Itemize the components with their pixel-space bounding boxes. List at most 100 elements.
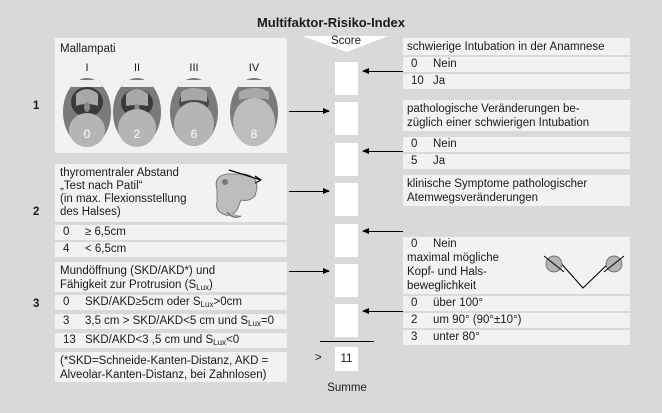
head-flexion-icon — [215, 169, 262, 218]
index-title: Multifaktor-Risiko-Index — [256, 15, 406, 30]
q1-box — [403, 38, 630, 55]
mouth-option-3-text: SKD/AKD<3 ,5 cm und S — [85, 334, 214, 346]
q1-option-1[interactable]: 0 Nein — [403, 57, 630, 72]
score-box-3[interactable] — [335, 143, 358, 176]
sum-line — [320, 341, 374, 342]
mouth-option-2-sub: Lux — [248, 319, 261, 328]
mallampati-class-3-illustration — [170, 78, 218, 146]
sum-label: Summe — [327, 382, 367, 394]
mouth-title-line-2-post: ) — [209, 279, 213, 291]
mouth-footnote-line-1: (*SKD=Schneide-Kanten-Distanz, AKD = — [60, 355, 269, 367]
q4-option-1-label: über 100° — [433, 297, 483, 309]
mouth-option-3-label: SKD/AKD<3 ,5 cm und SLux<0 — [85, 333, 239, 350]
sum-value: 11 — [335, 347, 358, 371]
mouth-footnote: (*SKD=Schneide-Kanten-Distanz, AKD = Alv… — [60, 354, 268, 382]
score-header: Score — [330, 35, 362, 47]
mouth-option-1-post: >0cm — [213, 296, 242, 308]
mouth-footnote-box — [55, 352, 287, 382]
q1-option-2-label: Ja — [433, 75, 446, 87]
mallampati-roman-2: II — [133, 62, 141, 74]
mouth-title-line-2: Fähigkeit zur Protrusion (SLux) — [60, 278, 215, 295]
patil-option-1-value: 0 — [63, 226, 70, 238]
mouth-option-1[interactable]: 0 SKD/AKD≥5cm oder SLux>0cm — [55, 295, 287, 310]
q2-option-2[interactable]: 5 Ja — [403, 154, 630, 169]
mallampati-score-2: 2 — [133, 127, 141, 141]
patil-title-line-1: thyromentraler Abstand — [60, 167, 179, 179]
mallampati-roman-4: IV — [248, 62, 260, 74]
mouth-title-line-1: Mundöffnung (SKD/AKD*) und — [60, 265, 216, 277]
patil-title-line-3: (in max. Flexionsstellung — [60, 193, 187, 205]
mouth-option-2-value: 3 — [63, 315, 70, 327]
q4-box — [403, 250, 630, 294]
arrow-group2 — [289, 188, 330, 194]
q4-title-line-3: beweglichkeit — [407, 280, 477, 292]
mouth-option-1-value: 0 — [63, 296, 70, 308]
mallampati-score-3: 6 — [190, 127, 198, 141]
q1-option-1-value: 0 — [411, 58, 418, 70]
q4-option-2[interactable]: 2 um 90° (90°±10°) — [403, 313, 630, 328]
q4-option-1-value: 0 — [411, 297, 418, 309]
mouth-option-2-post: =0 — [260, 315, 275, 327]
q2-title-line-1: pathologische Veränderungen be- — [407, 103, 580, 115]
q3-option-1-label: Nein — [433, 238, 457, 250]
arrow-q1 — [362, 68, 403, 74]
q4-option-2-label: um 90° (90°±10°) — [433, 314, 522, 326]
mouth-title-line-2-text: Fähigkeit zur Protrusion (S — [60, 279, 197, 291]
q4-title-line-1: maximal mögliche — [407, 252, 500, 264]
mallampati-score-4: 8 — [250, 127, 258, 141]
q1-option-2[interactable]: 10 Ja — [403, 74, 630, 89]
mouth-option-1-label: SKD/AKD≥5cm oder SLux>0cm — [85, 295, 242, 312]
mouth-option-2-text: 3,5 cm > SKD/AKD<5 cm und S — [85, 315, 248, 327]
patil-option-2[interactable]: 4 < 6,5cm — [55, 242, 287, 257]
score-box-2[interactable] — [335, 102, 358, 135]
mouth-title: Mundöffnung (SKD/AKD*) und Fähigkeit zur… — [60, 264, 215, 295]
q3-box — [403, 175, 630, 206]
arrow-group1 — [289, 108, 330, 114]
group-number-3: 3 — [33, 298, 40, 310]
mouth-option-1-sub: Lux — [200, 300, 214, 309]
patil-title-line-4: des Halses) — [60, 206, 121, 218]
patil-option-2-value: 4 — [63, 243, 70, 255]
mallampati-roman-3: III — [189, 62, 199, 74]
arrow-q4 — [362, 308, 403, 314]
q2-option-2-label: Ja — [433, 155, 446, 167]
q3-option-1[interactable]: 0 Nein — [403, 237, 630, 252]
mouth-option-3[interactable]: 13 SKD/AKD<3 ,5 cm und SLux<0 — [55, 333, 287, 348]
q4-option-3-label: unter 80° — [433, 331, 480, 343]
group-number-2: 2 — [33, 206, 40, 218]
score-box-6[interactable] — [335, 264, 358, 297]
q2-option-1-value: 0 — [411, 138, 418, 150]
mouth-option-2-label: 3,5 cm > SKD/AKD<5 cm und SLux=0 — [85, 314, 274, 331]
q1-title: schwierige Intubation in der Anamnese — [407, 41, 605, 53]
mouth-option-1-text: SKD/AKD≥5cm oder S — [85, 296, 201, 308]
mouth-footnote-line-2: Alveolar-Kanten-Distanz, bei Zahnlosen) — [60, 369, 267, 381]
q4-option-1[interactable]: 0 über 100° — [403, 296, 630, 311]
mallampati-class-1-illustration — [63, 78, 111, 147]
q2-option-1[interactable]: 0 Nein — [403, 137, 630, 152]
q2-option-1-label: Nein — [433, 138, 457, 150]
arrow-group3 — [289, 268, 330, 274]
q4-option-3[interactable]: 3 unter 80° — [403, 330, 630, 345]
q4-title: maximal mögliche Kopf- und Hals- bewegli… — [407, 251, 499, 293]
arrow-q3 — [362, 228, 403, 234]
q1-option-2-value: 10 — [411, 75, 424, 87]
patil-option-1-label: ≥ 6,5cm — [85, 226, 126, 238]
mouth-box — [55, 262, 287, 292]
patil-option-2-label: < 6,5cm — [85, 243, 127, 255]
q3-title: klinische Symptome pathologischer Atemwe… — [407, 177, 587, 205]
mouth-option-3-post: <0 — [226, 334, 240, 346]
patil-option-1[interactable]: 0 ≥ 6,5cm — [55, 225, 287, 240]
q4-title-line-2: Kopf- und Hals- — [407, 266, 487, 278]
score-box-5[interactable] — [335, 224, 358, 257]
mallampati-roman-1: I — [85, 62, 89, 74]
q4-option-2-value: 2 — [411, 314, 418, 326]
mallampati-class-2-illustration — [113, 78, 161, 147]
mouth-title-line-2-sub: Lux — [196, 283, 210, 292]
group-number-1: 1 — [33, 100, 40, 112]
mouth-option-2[interactable]: 3 3,5 cm > SKD/AKD<5 cm und SLux=0 — [55, 314, 287, 329]
score-box-7[interactable] — [335, 304, 358, 337]
score-box-4[interactable] — [335, 183, 358, 216]
arrow-q2 — [362, 148, 403, 154]
q2-title-line-2: züglich einer schwierigen Intubation — [407, 117, 590, 129]
score-box-1[interactable] — [335, 62, 358, 95]
